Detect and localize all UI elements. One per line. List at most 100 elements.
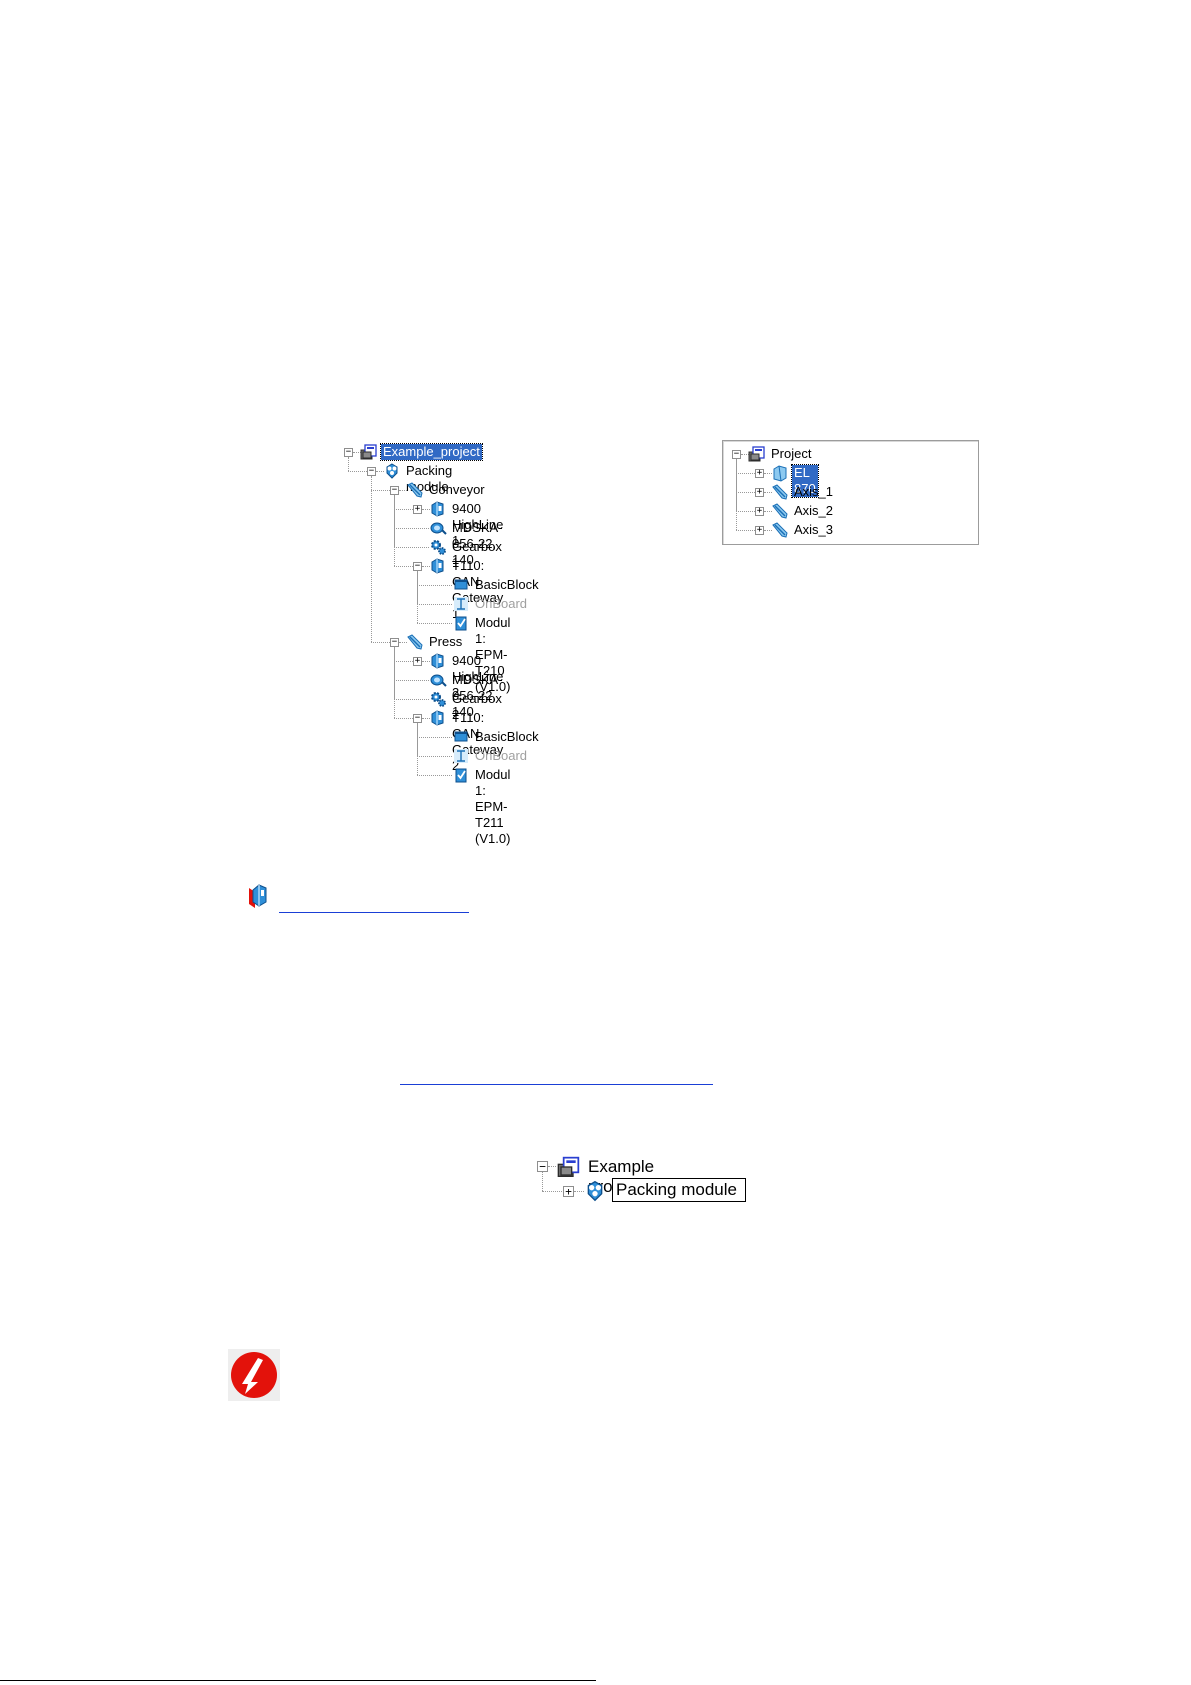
gearbox-icon: [429, 538, 447, 556]
controller-icon: [429, 500, 447, 518]
expand-toggle[interactable]: +: [755, 487, 764, 497]
tree-connector: [394, 699, 429, 700]
tree-connector: [371, 642, 390, 643]
tree-connector: [417, 604, 452, 605]
collapse-toggle[interactable]: −: [413, 713, 422, 723]
tree-connector: [417, 737, 452, 738]
tree-connector: [394, 495, 395, 566]
tree-connector: [417, 571, 418, 623]
footnote-separator: [0, 1680, 596, 1681]
tree-item-label[interactable]: Gearbox 2: [452, 691, 502, 722]
tree-item-label[interactable]: Axis_1: [794, 484, 834, 499]
block-icon: [452, 728, 470, 746]
tree-item-label[interactable]: EL 870: [791, 464, 819, 498]
expand-toggle[interactable]: +: [755, 525, 764, 535]
tree-connector: [417, 585, 452, 586]
axis-icon: [406, 481, 424, 499]
motor-icon: [429, 519, 447, 537]
tree-connector: [348, 471, 367, 472]
axis-icon: [771, 521, 789, 539]
tree-item-label[interactable]: Axis_3: [794, 522, 834, 537]
tree-connector: [417, 775, 452, 776]
reference-book-icon: [249, 884, 267, 908]
expand-toggle[interactable]: +: [413, 656, 422, 666]
collapse-toggle[interactable]: −: [413, 561, 422, 571]
tree-connector: [348, 457, 349, 471]
tree-item-label[interactable]: OnBoard: [475, 596, 528, 611]
pc-icon: [771, 464, 789, 482]
expand-toggle[interactable]: +: [755, 506, 764, 516]
project-icon: [748, 445, 766, 463]
tree-connector: [422, 661, 430, 662]
motor-icon: [429, 671, 447, 689]
tree-connector: [764, 511, 772, 512]
tree-connector: [422, 566, 430, 567]
tree-item-label[interactable]: BasicBlock: [475, 577, 539, 592]
module-icon: [383, 462, 401, 480]
controller-icon: [429, 709, 447, 727]
axis-icon: [406, 633, 424, 651]
tree-connector: [371, 476, 372, 642]
tree-connector: [417, 756, 452, 757]
tree-item-label[interactable]: Project: [771, 446, 812, 461]
onboard-icon: [452, 747, 470, 765]
tree-connector: [371, 490, 390, 491]
module-icon: [583, 1179, 607, 1203]
project-icon: [557, 1155, 581, 1179]
tree-item-label[interactable]: Axis_2: [794, 503, 834, 518]
stop-note-icon: [228, 1349, 280, 1401]
expand-toggle[interactable]: +: [413, 504, 422, 514]
expand-toggle[interactable]: +: [755, 468, 764, 478]
tree-connector: [422, 509, 430, 510]
chapter-link[interactable]: [400, 1084, 713, 1085]
project-icon: [360, 443, 378, 461]
collapse-toggle[interactable]: −: [367, 466, 376, 476]
tree-connector: [736, 530, 755, 531]
tree-item-label[interactable]: Example_project: [380, 443, 483, 461]
tree-item-label[interactable]: Conveyor: [429, 482, 485, 497]
tree-connector: [736, 492, 755, 493]
collapse-toggle[interactable]: −: [732, 449, 741, 459]
tree-connector: [394, 547, 429, 548]
tree-connector: [394, 566, 413, 567]
tree-connector: [422, 718, 430, 719]
tree-connector: [376, 471, 384, 472]
tree-item-label[interactable]: MDSKA-056-22, 140: [452, 520, 503, 567]
axis-icon: [771, 502, 789, 520]
gearbox-icon: [429, 690, 447, 708]
onboard-icon: [452, 595, 470, 613]
rename-input[interactable]: [612, 1178, 746, 1202]
axis-icon: [771, 483, 789, 501]
tree-connector: [353, 452, 361, 453]
tree-item-label[interactable]: BasicBlock: [475, 729, 539, 744]
controller-icon: [429, 557, 447, 575]
collapse-toggle[interactable]: −: [390, 485, 399, 495]
reference-link[interactable]: [279, 912, 469, 913]
tree-item-label[interactable]: MDSKA-056-22, 140: [452, 672, 503, 719]
tree-connector: [399, 642, 407, 643]
tree-connector: [394, 509, 413, 510]
tree-connector: [417, 723, 418, 775]
tree-item-label[interactable]: Modul 1: EPM-T211 (V1.0): [475, 767, 511, 846]
tree-item-label[interactable]: Modul 1: EPM-T210 (V1.0): [475, 615, 511, 694]
collapse-toggle[interactable]: −: [390, 637, 399, 647]
tree-item-label[interactable]: Press: [429, 634, 463, 649]
collapse-toggle[interactable]: −: [537, 1161, 548, 1172]
tree-item-label[interactable]: Gearbox 1: [452, 539, 502, 570]
tree-connector: [736, 459, 737, 530]
tree-connector: [736, 473, 755, 474]
collapse-toggle[interactable]: −: [344, 447, 353, 457]
expand-toggle[interactable]: +: [563, 1186, 574, 1197]
tree-connector: [764, 473, 772, 474]
tree-item-label[interactable]: OnBoard: [475, 748, 528, 763]
tree-connector: [394, 647, 395, 718]
tree-item-label[interactable]: 9400 HighLine 1: [452, 501, 504, 548]
tree-connector: [764, 530, 772, 531]
tree-connector: [394, 680, 429, 681]
tree-connector: [394, 718, 413, 719]
block-icon: [452, 576, 470, 594]
tree-connector: [764, 492, 772, 493]
tree-connector: [394, 528, 429, 529]
tree-item-label[interactable]: 9400 HighLine 2: [452, 653, 504, 700]
io-module-icon: [452, 766, 470, 784]
